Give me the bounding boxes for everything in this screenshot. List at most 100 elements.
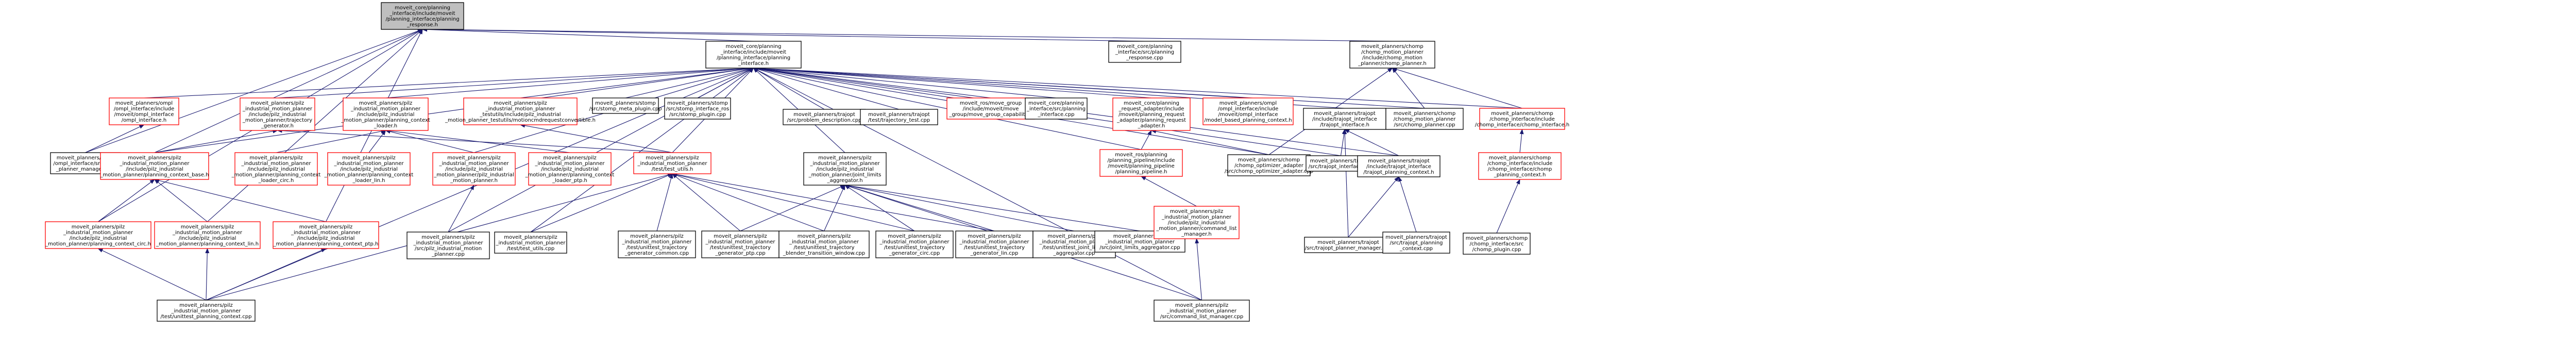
- node-label-line: _aggregator.h: [826, 178, 862, 184]
- graph-node-pilz-ut-gen-circ[interactable]: moveit_planners/pilz_industrial_motion_p…: [875, 230, 954, 258]
- graph-node-chomp-opt-adapter[interactable]: moveit_planners/chomp/chomp_optimizer_ad…: [1225, 154, 1313, 176]
- edge-pilz-test-utils-h-to-pilz-ut-gen-circ: [672, 173, 915, 232]
- edge-pilz-test-utils-h-to-pilz-ut-gen-common: [656, 173, 673, 232]
- edge-req-adapter-h-to-chomp-opt-adapter: [1151, 129, 1269, 155]
- graph-node-pilz-planner-h[interactable]: moveit_planners/pilz_industrial_motion_p…: [432, 152, 516, 186]
- node-box: [778, 230, 870, 258]
- node-label-line: _motion_planner/pilz_industrial: [433, 172, 514, 178]
- node-label-line: moveit_planners/pilz: [818, 155, 872, 161]
- graph-node-trajopt-iface-h[interactable]: moveit_planners/trajopt/include/trajopt_…: [1303, 108, 1386, 130]
- edge-pilz-pc-loader-h-to-pilz-planner-h: [385, 129, 474, 153]
- node-label-line: _request_adapter/include: [1118, 106, 1184, 112]
- node-label-line: moveit_planners/pilz: [1170, 209, 1224, 214]
- graph-node-pi-cpp[interactable]: moveit_core/planning_interface/src/plann…: [1025, 97, 1088, 120]
- edge-pi-to-pi-cpp: [753, 66, 1057, 98]
- node-box: [1478, 152, 1562, 180]
- graph-node-chomp-pc-h[interactable]: moveit_planners/chomp/chomp_interface/in…: [1478, 152, 1562, 180]
- graph-node-pilz-ut-blender[interactable]: moveit_planners/pilz_industrial_motion_p…: [778, 230, 870, 258]
- graph-node-pilz-cmd-list-cpp[interactable]: moveit_planners/pilz_industrial_motion_p…: [1154, 300, 1250, 322]
- graph-node-pilz-ctx-ptp[interactable]: moveit_planners/pilz_industrial_motion_p…: [273, 221, 379, 249]
- graph-node-chomp-iface-h[interactable]: moveit_planners/chomp/chomp_interface/in…: [1475, 108, 1570, 130]
- graph-node-chomp-planner-h[interactable]: moveit_planners/chomp/chomp_motion_plann…: [1349, 41, 1435, 69]
- edge-pilz-joint-limits-agg-to-pilz-ut-joint-limits: [844, 184, 1075, 232]
- graph-node-pilz-pc-loader-h[interactable]: moveit_planners/pilz_industrial_motion_p…: [341, 97, 430, 131]
- graph-node-trajopt-problem[interactable]: moveit_planners/trajopt/src/problem_desc…: [783, 109, 866, 125]
- graph-node-chomp-planner-cpp[interactable]: moveit_planners/chomp/chomp_motion_plann…: [1385, 108, 1464, 130]
- node-label-line: moveit_planners/pilz: [72, 224, 125, 230]
- graph-node-ros-mg-cap[interactable]: moveit_ros/move_group/include/moveit/mov…: [946, 97, 1035, 120]
- graph-node-pr-cpp[interactable]: moveit_core/planning_interface/src/plann…: [1108, 41, 1181, 63]
- node-label-line: moveit_planners/pilz: [447, 155, 501, 161]
- graph-node-pilz-ctx-lin[interactable]: moveit_planners/pilz_industrial_motion_p…: [154, 221, 261, 249]
- graph-node-pilz-ut-pc[interactable]: moveit_planners/pilz_industrial_motion_p…: [157, 300, 256, 322]
- node-box: [875, 230, 954, 258]
- node-label-line: /src/trajopt_planning: [1389, 240, 1443, 246]
- edge-pilz-joint-limits-agg-to-pilz-ut-gen-circ: [844, 185, 915, 232]
- graph-node-ros-pp-h[interactable]: moveit_ros/planning/planning_pipeline/in…: [1099, 149, 1183, 177]
- graph-node-pilz-traj-gen-h[interactable]: moveit_planners/pilz_industrial_motion_p…: [240, 97, 315, 131]
- graph-node-trajopt-ctx-cpp[interactable]: moveit_planners/trajopt/src/trajopt_plan…: [1382, 232, 1450, 254]
- graph-node-pilz-lin-loader[interactable]: moveit_planners/pilz_industrial_motion_p…: [324, 152, 414, 186]
- graph-node-pilz-ut-gen-common[interactable]: moveit_planners/pilz_industrial_motion_p…: [618, 230, 696, 258]
- graph-node-pilz-ut-gen-lin[interactable]: moveit_planners/pilz_industrial_motion_p…: [955, 230, 1033, 258]
- edge-pi-to-pilz-planner-cpp: [448, 68, 754, 233]
- node-label-line: /include/trajopt_interface: [1312, 117, 1377, 122]
- graph-node-stomp-ros[interactable]: moveit_planners/stomp/src/stomp_interfac…: [664, 97, 731, 120]
- graph-node-pi[interactable]: moveit_core/planning_interface/include/m…: [705, 41, 802, 69]
- graph-node-trajopt-ctx-h[interactable]: moveit_planners/trajopt/include/trajopt_…: [1357, 155, 1440, 177]
- node-label-line: /test/unittest_planning_context.cpp: [161, 314, 252, 320]
- graph-node-req-adapter-h[interactable]: moveit_core/planning_request_adapter/inc…: [1112, 97, 1191, 131]
- edge-root-to-pi: [422, 27, 754, 42]
- node-label-line: moveit_planners/pilz: [181, 224, 234, 230]
- graph-node-pilz-testutils-conv[interactable]: moveit_planners/pilz_industrial_motion_p…: [445, 97, 596, 125]
- graph-node-root[interactable]: moveit_core/planning_interface/include/m…: [381, 2, 464, 30]
- edge-pi-to-pilz-pc-base-h: [154, 67, 754, 153]
- edge-pi-to-ompl-iface-h: [144, 66, 754, 98]
- graph-node-ompl-model-ctx[interactable]: moveit_planners/ompl/ompl_interface/incl…: [1202, 97, 1294, 125]
- edge-trajopt-iface-h-to-trajopt-ctx-h: [1344, 129, 1399, 156]
- edge-pi-to-pilz-testutils-conv: [520, 67, 754, 98]
- edge-pilz-joint-limits-agg-to-pilz-ut-blender: [823, 185, 845, 232]
- graph-node-trajopt-pm-cpp[interactable]: moveit_planners/trajopt/src/trajopt_plan…: [1304, 237, 1393, 253]
- node-label-line: /chomp_motion_planner: [1394, 117, 1456, 122]
- graph-node-pilz-ptp-loader[interactable]: moveit_planners/pilz_industrial_motion_p…: [525, 152, 615, 186]
- node-label-line: _industrial_motion_planner: [1105, 239, 1175, 245]
- node-label-line: _group/move_group_capability.h: [948, 112, 1032, 118]
- node-label-line: /include/pilz_industrial: [340, 167, 398, 172]
- graph-node-stomp-meta[interactable]: moveit_planners/stomp/src/stomp_meta_plu…: [589, 97, 662, 114]
- node-label-line: /planning_interface/planning: [717, 55, 790, 61]
- graph-node-pilz-pc-base-h[interactable]: moveit_planners/pilz_industrial_motion_p…: [99, 152, 209, 180]
- node-label-line: /planning_interface/planning: [385, 16, 459, 22]
- graph-node-trajopt-test[interactable]: moveit_planners/trajopt/test/trajectory_…: [860, 109, 938, 125]
- graph-node-ompl-iface-h[interactable]: moveit_planners/ompl/ompl_interface/incl…: [109, 97, 179, 125]
- node-label-line: _planner/chomp_planner.h: [1358, 61, 1426, 67]
- edge-pilz-ctx-lin-to-pilz-ut-pc: [205, 248, 210, 301]
- node-label-line: _interface/src/planning: [1115, 50, 1174, 55]
- graph-node-pilz-planner-cpp[interactable]: moveit_planners/pilz_industrial_motion_p…: [406, 232, 490, 259]
- graph-node-pilz-ut-gen-ptp[interactable]: moveit_planners/pilz_industrial_motion_p…: [701, 230, 779, 258]
- node-box: [1303, 108, 1386, 130]
- node-label-line: /include/pilz_industrial: [297, 236, 355, 241]
- node-label-line: _planner.cpp: [431, 252, 465, 257]
- node-box: [1154, 206, 1240, 239]
- node-box: [528, 152, 612, 186]
- node-label-line: _motion_planner/planning_context_lin.h: [156, 241, 259, 247]
- graph-node-chomp-plugin-cpp[interactable]: moveit_planners/chomp/chomp_interface/sr…: [1463, 233, 1531, 255]
- node-box: [946, 97, 1035, 120]
- node-label-line: _industrial_motion_planner: [879, 239, 950, 245]
- graph-node-pilz-joint-limits-agg[interactable]: moveit_planners/pilz_industrial_motion_p…: [803, 152, 887, 186]
- node-label-line: moveit_planners/chomp: [1489, 155, 1551, 161]
- node-box: [1112, 97, 1191, 131]
- node-label-line: _industrial_motion_planner: [959, 239, 1030, 245]
- graph-node-pilz-test-utils-cpp[interactable]: moveit_planners/pilz_industrial_motion_p…: [494, 232, 567, 254]
- node-label-line: _interface.cpp: [1038, 112, 1075, 118]
- graph-node-pilz-ctx-circ[interactable]: moveit_planners/pilz_industrial_motion_p…: [45, 221, 151, 249]
- node-label-line: /include/pilz_industrial: [445, 167, 503, 172]
- node-label-line: _generator.h: [261, 123, 294, 129]
- graph-node-pilz-test-utils-h[interactable]: moveit_planners/pilz_industrial_motion_p…: [633, 152, 711, 174]
- graph-node-pilz-circ-loader[interactable]: moveit_planners/pilz_industrial_motion_p…: [231, 152, 321, 186]
- node-box: [432, 152, 516, 186]
- node-label-line: /include/pilz_industrial: [179, 236, 236, 241]
- edge-root-to-ompl-pm-cpp: [85, 29, 423, 153]
- graph-node-pilz-cmd-list-h[interactable]: moveit_planners/pilz_industrial_motion_p…: [1154, 206, 1240, 239]
